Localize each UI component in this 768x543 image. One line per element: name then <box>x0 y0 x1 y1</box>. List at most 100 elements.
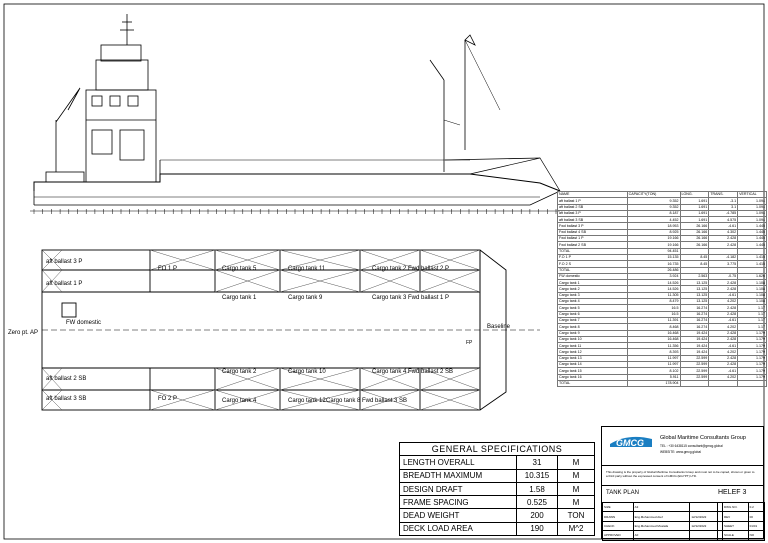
spec-unit: M <box>557 455 595 470</box>
table-cell: 3.924 <box>626 272 681 281</box>
table-cell: 8.393 <box>626 348 681 356</box>
table-cell: 1.179 <box>737 360 767 369</box>
title-block-cell: A3 <box>632 501 691 513</box>
hatch-line <box>214 367 281 391</box>
tank-label-fo-1p: FO 1 P <box>158 266 177 272</box>
tank-hatching <box>41 249 481 411</box>
table-cell: 1.108 <box>737 291 767 300</box>
spec-unit: M^2 <box>557 521 595 537</box>
baseline-label: Baseline <box>487 324 511 330</box>
drawing-title: TANK PLAN <box>606 490 639 496</box>
hatch-line <box>41 249 63 271</box>
hatch-line <box>279 269 361 293</box>
table-cell: 1.179 <box>737 367 767 375</box>
table-cell: 1.17 <box>737 310 767 318</box>
specifications-title: GENERAL SPECIFICATIONS <box>399 441 595 457</box>
hatch-line <box>419 249 481 271</box>
tank-plan-view <box>41 249 540 411</box>
table-cell: 16.5 <box>626 310 681 318</box>
title-block-cell: 12/12/2022 <box>689 511 719 522</box>
company-website: WEBSITE: www.gmcg.global <box>660 450 701 454</box>
spec-label: DECK LOAD AREA <box>399 521 517 537</box>
table-cell: 1.626 <box>737 272 767 281</box>
spec-value: 1.58 <box>516 481 558 497</box>
tank-label-cargo-tank-10: Cargo tank 10 <box>288 369 326 375</box>
table-cell: 1.17 <box>737 304 767 312</box>
profile-elevation <box>30 14 561 212</box>
hatch-line <box>279 367 361 391</box>
hatch-line <box>359 249 421 271</box>
table-cell: 16.468 <box>626 335 681 344</box>
spec-unit: M <box>557 495 595 510</box>
hatch-line <box>359 367 421 391</box>
hatch-line <box>41 367 63 391</box>
hatch-line <box>419 367 481 391</box>
tank-label-cargo-tank-11: Cargo tank 11 <box>288 266 326 272</box>
hatch-line <box>214 389 281 411</box>
hatch-line <box>279 249 361 271</box>
title-block-cell: APPROVED <box>602 530 634 541</box>
hatch-line <box>149 249 216 271</box>
table-cell: 1.179 <box>737 373 767 381</box>
table-cell: 1.179 <box>737 348 767 356</box>
hatch-line <box>214 269 281 293</box>
table-cell: 11.305 <box>626 291 681 300</box>
table-cell: 11.391 <box>626 316 681 325</box>
property-notice: This drawing is the property of Global M… <box>606 470 755 478</box>
tank-label-cargo-tank-4: Cargo tank 4 <box>222 398 257 404</box>
tank-label-cargo-tank-2-sb: Cargo tank 2 <box>222 369 257 375</box>
tank-label-cargo-tank-4-fwd-ballast-2sb: Cargo tank 4 Fwd ballast 2 SB <box>372 369 453 375</box>
table-cell: 1.179 <box>737 335 767 344</box>
hatch-line <box>41 389 63 411</box>
title-block-cell: DWG NO. <box>721 501 749 513</box>
table-cell: 26.486 <box>626 266 681 274</box>
divider <box>602 465 763 466</box>
gmcg-logo: GMCG <box>610 436 652 448</box>
tank-label-fw-domestic: FW domestic <box>66 320 101 326</box>
title-block: GMCG Global Maritime Consultants Group T… <box>601 426 766 541</box>
table-cell: 1.179 <box>737 342 767 350</box>
frame-scale <box>33 209 557 214</box>
title-block-cell: Eng.Mohammed Mostafa <box>632 520 691 532</box>
hatch-line <box>149 389 216 411</box>
table-cell: 11.997 <box>626 360 681 369</box>
spec-value: 190 <box>516 521 558 537</box>
table-cell: 14.526 <box>626 285 681 293</box>
title-block-cell: 00 <box>747 511 766 522</box>
spec-label: DEAD WEIGHT <box>399 508 517 523</box>
title-block-cell: NO <box>747 530 766 541</box>
table-cell: 15.135 <box>626 253 681 262</box>
title-block-cell: AF <box>632 530 691 541</box>
table-cell: 1.108 <box>737 279 767 287</box>
tank-label-cargo-tank-1: Cargo tank 1 <box>222 295 257 301</box>
logo-text: GMCG <box>616 438 644 448</box>
tank-label-aft-ballast-3p: aft ballast 3 P <box>46 259 82 265</box>
tank-label-cargo-tank-12: Cargo tank 12 <box>288 398 326 404</box>
spec-label: DESIGN DRAFT <box>399 481 517 497</box>
